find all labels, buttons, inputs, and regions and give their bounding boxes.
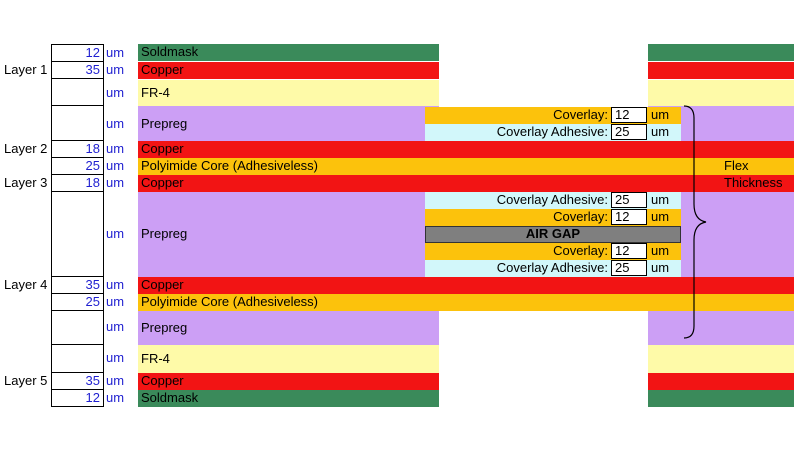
polyimide-core-1: Polyimide Core (Adhesiveless) bbox=[138, 158, 794, 175]
polyimide-core-2: Polyimide Core (Adhesiveless) bbox=[138, 294, 794, 311]
coverlay-label: Coverlay: bbox=[553, 107, 608, 122]
unit-label: um bbox=[106, 62, 125, 77]
thickness-fr4-top[interactable] bbox=[51, 79, 104, 106]
thickness-copper-l1[interactable]: 35 bbox=[51, 62, 104, 79]
unit-label: um bbox=[106, 294, 125, 309]
unit-label: um bbox=[651, 192, 670, 207]
unit-label: um bbox=[651, 107, 670, 122]
fr4-top-layer-right bbox=[648, 80, 794, 106]
copper-layer-5: Copper bbox=[138, 373, 439, 390]
unit-label: um bbox=[651, 209, 670, 224]
thickness-prepreg-top[interactable] bbox=[51, 106, 104, 141]
coverlay-adhesive-label: Coverlay Adhesive: bbox=[496, 124, 608, 139]
prepreg-top-layer: Prepreg bbox=[138, 106, 439, 141]
coverlay-adhesive-label: Coverlay Adhesive: bbox=[496, 192, 608, 207]
flex-thickness-label-line2: Thickness bbox=[724, 175, 783, 190]
unit-label: um bbox=[106, 175, 125, 190]
unit-label: um bbox=[106, 350, 125, 365]
prepreg-bottom-layer: Prepreg bbox=[138, 311, 439, 345]
unit-label: um bbox=[106, 158, 125, 173]
copper-layer-2: Copper bbox=[138, 141, 794, 158]
unit-label: um bbox=[106, 85, 125, 100]
coverlay-thickness-input[interactable]: 12 bbox=[611, 243, 647, 259]
coverlay-adhesive-mid-lower: Coverlay Adhesive: 25 um bbox=[425, 260, 681, 277]
coverlay-adhesive-thickness-input[interactable]: 25 bbox=[611, 260, 647, 276]
prepreg-bottom-layer-right bbox=[648, 311, 794, 345]
coverlay-mid-upper: Coverlay: 12 um bbox=[425, 209, 681, 226]
fr4-bottom-layer-right bbox=[648, 345, 794, 373]
soldmask-top-layer-right bbox=[648, 44, 794, 61]
copper-layer-4: Copper bbox=[138, 277, 794, 294]
unit-label: um bbox=[106, 226, 125, 241]
thickness-polyimide-2[interactable]: 25 bbox=[51, 294, 104, 311]
thickness-copper-l2[interactable]: 18 bbox=[51, 141, 104, 158]
coverlay-label: Coverlay: bbox=[553, 209, 608, 224]
unit-label: um bbox=[106, 116, 125, 131]
soldmask-bottom-layer: Soldmask bbox=[138, 390, 439, 407]
layer-2-label: Layer 2 bbox=[4, 141, 48, 156]
coverlay-mid-lower: Coverlay: 12 um bbox=[425, 243, 681, 260]
coverlay-adhesive-top: Coverlay Adhesive: 25 um bbox=[425, 124, 681, 141]
prepreg-mid-layer: Prepreg bbox=[138, 192, 439, 277]
thickness-soldmask-bottom[interactable]: 12 bbox=[51, 390, 104, 407]
soldmask-top-layer: Soldmask bbox=[138, 44, 439, 61]
unit-label: um bbox=[106, 45, 125, 60]
unit-label: um bbox=[651, 243, 670, 258]
fr4-bottom-layer: FR-4 bbox=[138, 345, 439, 373]
coverlay-thickness-input[interactable]: 12 bbox=[611, 107, 647, 123]
coverlay-adhesive-thickness-input[interactable]: 25 bbox=[611, 192, 647, 208]
layer-1-label: Layer 1 bbox=[4, 62, 48, 77]
thickness-fr4-bottom[interactable] bbox=[51, 345, 104, 373]
unit-label: um bbox=[106, 319, 125, 334]
layer-3-label: Layer 3 bbox=[4, 175, 48, 190]
soldmask-bottom-layer-right bbox=[648, 390, 794, 407]
coverlay-adhesive-thickness-input[interactable]: 25 bbox=[611, 124, 647, 140]
unit-label: um bbox=[651, 260, 670, 275]
thickness-soldmask-top[interactable]: 12 bbox=[51, 44, 104, 62]
unit-label: um bbox=[106, 277, 125, 292]
coverlay-adhesive-mid-upper: Coverlay Adhesive: 25 um bbox=[425, 192, 681, 209]
layer-5-label: Layer 5 bbox=[4, 373, 48, 388]
unit-label: um bbox=[106, 390, 125, 405]
copper-layer-3: Copper bbox=[138, 175, 794, 192]
thickness-prepreg-bottom[interactable] bbox=[51, 311, 104, 345]
thickness-prepreg-mid[interactable] bbox=[51, 192, 104, 277]
coverlay-adhesive-label: Coverlay Adhesive: bbox=[496, 260, 608, 275]
unit-label: um bbox=[651, 124, 670, 139]
flex-thickness-brace-icon bbox=[683, 105, 707, 339]
thickness-copper-l3[interactable]: 18 bbox=[51, 175, 104, 192]
coverlay-top: Coverlay: 12 um bbox=[425, 107, 681, 124]
flex-thickness-label-line1: Flex bbox=[724, 158, 749, 173]
thickness-copper-l5[interactable]: 35 bbox=[51, 373, 104, 390]
copper-layer-1-right bbox=[648, 62, 794, 79]
coverlay-thickness-input[interactable]: 12 bbox=[611, 209, 647, 225]
unit-label: um bbox=[106, 141, 125, 156]
unit-label: um bbox=[106, 373, 125, 388]
copper-layer-5-right bbox=[648, 373, 794, 390]
thickness-copper-l4[interactable]: 35 bbox=[51, 277, 104, 294]
coverlay-label: Coverlay: bbox=[553, 243, 608, 258]
air-gap-bar: AIR GAP bbox=[425, 226, 681, 243]
layer-4-label: Layer 4 bbox=[4, 277, 48, 292]
copper-layer-1: Copper bbox=[138, 62, 439, 79]
thickness-polyimide-1[interactable]: 25 bbox=[51, 158, 104, 175]
fr4-top-layer: FR-4 bbox=[138, 80, 439, 106]
